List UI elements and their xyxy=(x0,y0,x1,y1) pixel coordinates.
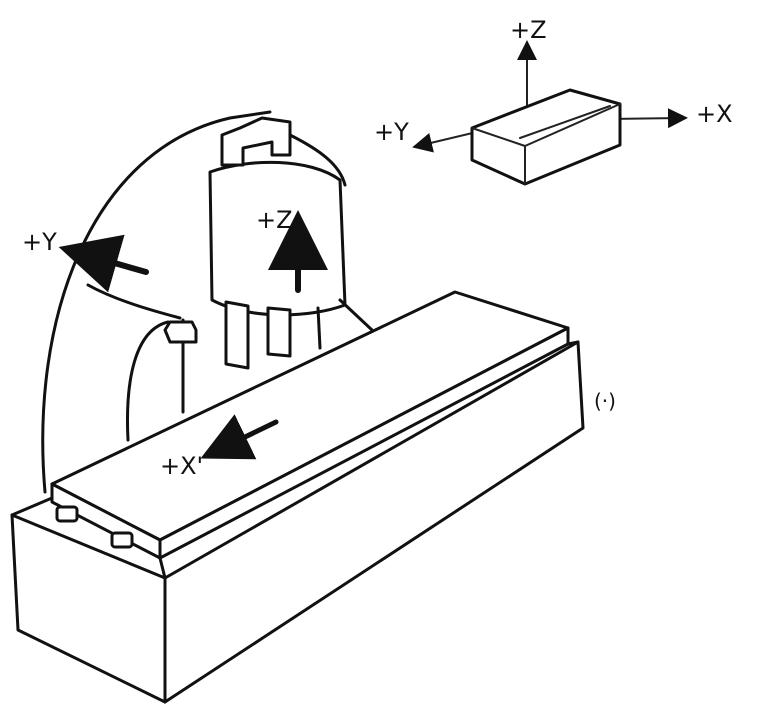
base-top-lip xyxy=(10,340,580,580)
column-inner-curve xyxy=(86,283,182,320)
base-knob-left xyxy=(55,505,79,523)
workpiece-x-label: +X xyxy=(696,100,733,128)
spindle-head xyxy=(208,160,347,317)
workpiece-z-label: +Z xyxy=(510,16,547,44)
spindle-shaft-right xyxy=(266,306,292,358)
base-side xyxy=(163,340,585,704)
workpiece-box-edges xyxy=(471,103,621,185)
table-x-arrow xyxy=(200,414,279,460)
head-top-bracket xyxy=(220,116,292,167)
head-curve-right xyxy=(288,133,347,187)
workpiece-y-label: +Y xyxy=(374,118,409,146)
column-front-edge xyxy=(126,320,170,442)
head-skirt xyxy=(316,298,374,350)
column-y-arrow xyxy=(58,234,149,293)
base-knob-right xyxy=(110,531,134,549)
column-block xyxy=(163,320,198,344)
head-z-label: +Z xyxy=(256,206,293,234)
spindle-shaft-left xyxy=(224,300,250,370)
table-x-label: +X' xyxy=(160,452,203,480)
mark-label: (·) xyxy=(594,389,616,413)
column-y-label: +Y xyxy=(22,228,57,256)
